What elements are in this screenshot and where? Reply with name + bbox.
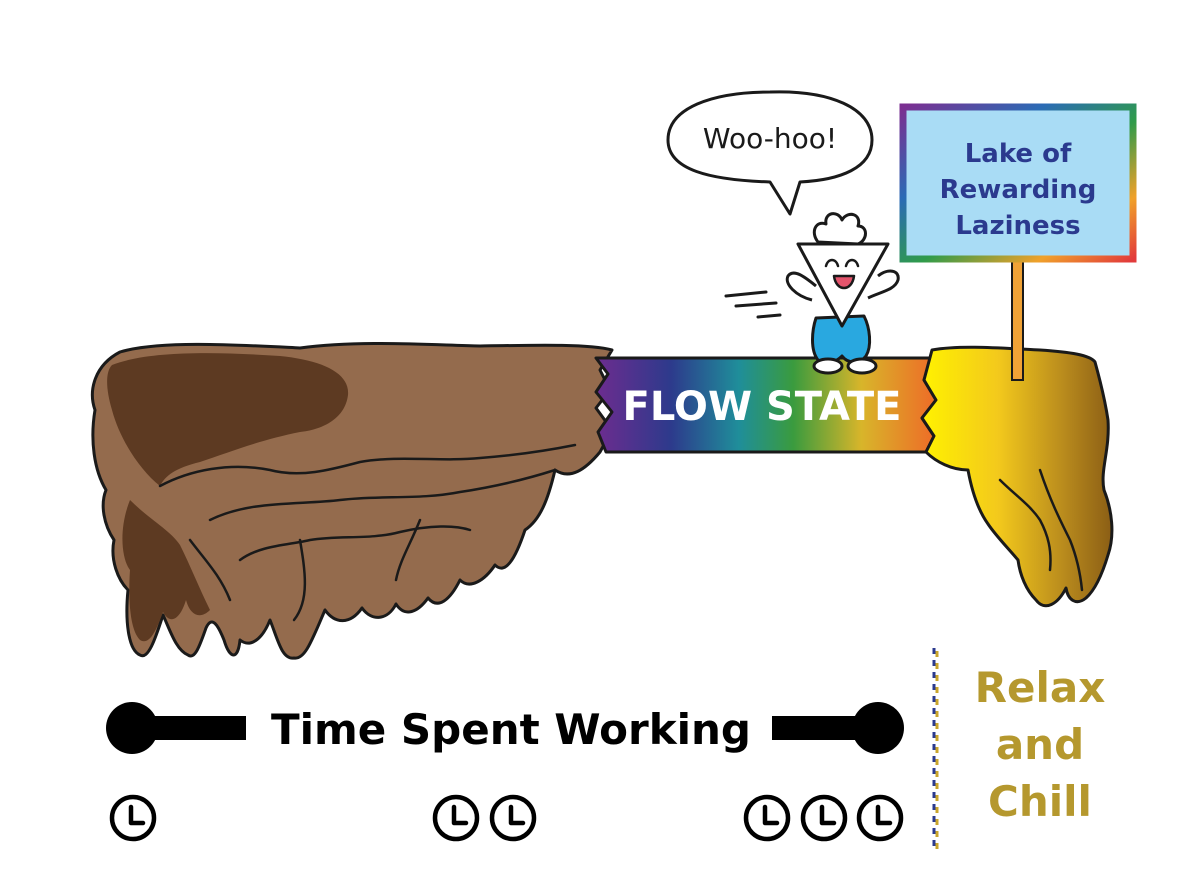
clock-icon [109, 794, 157, 842]
speed-lines [724, 290, 782, 319]
character-eyes [824, 258, 860, 268]
character-tuft [812, 212, 867, 246]
sign-line-3: Laziness [955, 211, 1080, 241]
clock-groups [109, 794, 904, 842]
character-mouth [832, 274, 856, 290]
mud-blob [90, 342, 614, 660]
gold-lake [920, 254, 1114, 608]
clock-group-3 [743, 794, 904, 842]
clock-icon [489, 794, 537, 842]
flow-state-bridge: FLOW STATE [594, 356, 938, 454]
relax-and-chill: Relax and Chill [975, 663, 1106, 826]
time-axis-label: Time Spent Working [271, 705, 751, 754]
mud-contour-lines [158, 443, 577, 622]
clock-icon [743, 794, 791, 842]
speech-bubble-shape [666, 90, 874, 216]
dotted-divider [932, 648, 939, 850]
character-right-foot [846, 357, 878, 375]
relax-line-1: Relax [975, 663, 1106, 712]
speech-bubble-text: Woo-hoo! [703, 122, 837, 155]
sign-line-1: Lake of [965, 139, 1072, 169]
gold-contour-lines [998, 468, 1084, 592]
character-left-arm [785, 271, 817, 302]
clock-icon [856, 794, 904, 842]
flow-state-label: FLOW STATE [623, 384, 902, 430]
character-right-arm [867, 269, 900, 300]
lake-sign: Lake of Rewarding Laziness [899, 103, 1137, 263]
mud-dark-drip [122, 500, 210, 642]
relax-line-2: and [996, 720, 1084, 769]
clock-icon [432, 794, 480, 842]
clock-group-1 [109, 794, 157, 842]
character-pants [811, 314, 872, 365]
clock-group-2 [432, 794, 537, 842]
time-axis: Time Spent Working [106, 702, 904, 754]
character-left-foot [812, 357, 844, 375]
sign-line-2: Rewarding [940, 175, 1097, 205]
relax-line-3: Chill [988, 777, 1092, 826]
time-axis-start-knob [106, 702, 158, 754]
happy-character [724, 212, 900, 375]
speech-bubble: Woo-hoo! [666, 90, 874, 216]
time-axis-left-bar [150, 716, 246, 740]
time-axis-end-knob [852, 702, 904, 754]
mud-dark-patch [107, 353, 349, 486]
clock-icon [800, 794, 848, 842]
sign-board [899, 103, 1137, 263]
sign-post [1011, 254, 1024, 381]
gold-blob-body [920, 345, 1114, 608]
